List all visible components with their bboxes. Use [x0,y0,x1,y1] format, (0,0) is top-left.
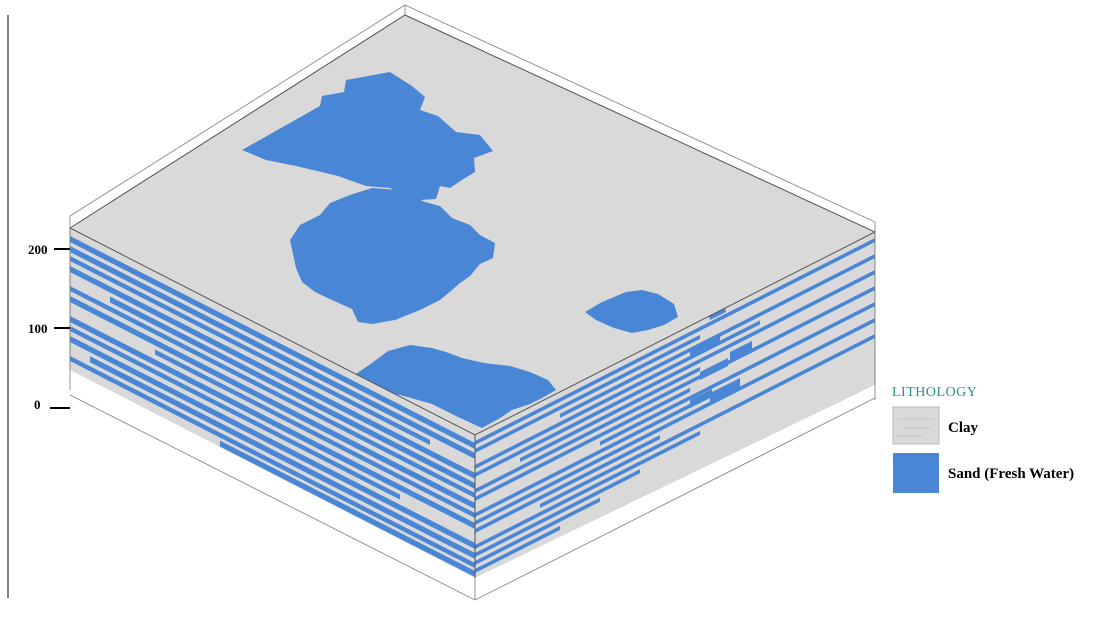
axis-tick-100: 100 [28,321,70,336]
tick-label-0: 0 [34,397,41,412]
legend: LITHOLOGY Clay Sand (Fresh Water) [892,385,1074,493]
legend-title: LITHOLOGY [892,385,977,400]
legend-label-sand: Sand (Fresh Water) [948,466,1074,482]
axis-tick-200: 200 [28,242,70,257]
sand-swatch [893,453,939,493]
legend-item-clay: Clay [893,407,979,444]
axis-tick-0: 0 [34,397,70,412]
legend-label-clay: Clay [948,420,979,436]
tick-label-200: 200 [28,242,48,257]
clay-swatch [893,407,939,444]
tick-label-100: 100 [28,321,48,336]
elevation-axis: 200 100 0 [28,242,70,412]
legend-item-sand: Sand (Fresh Water) [893,453,1074,493]
